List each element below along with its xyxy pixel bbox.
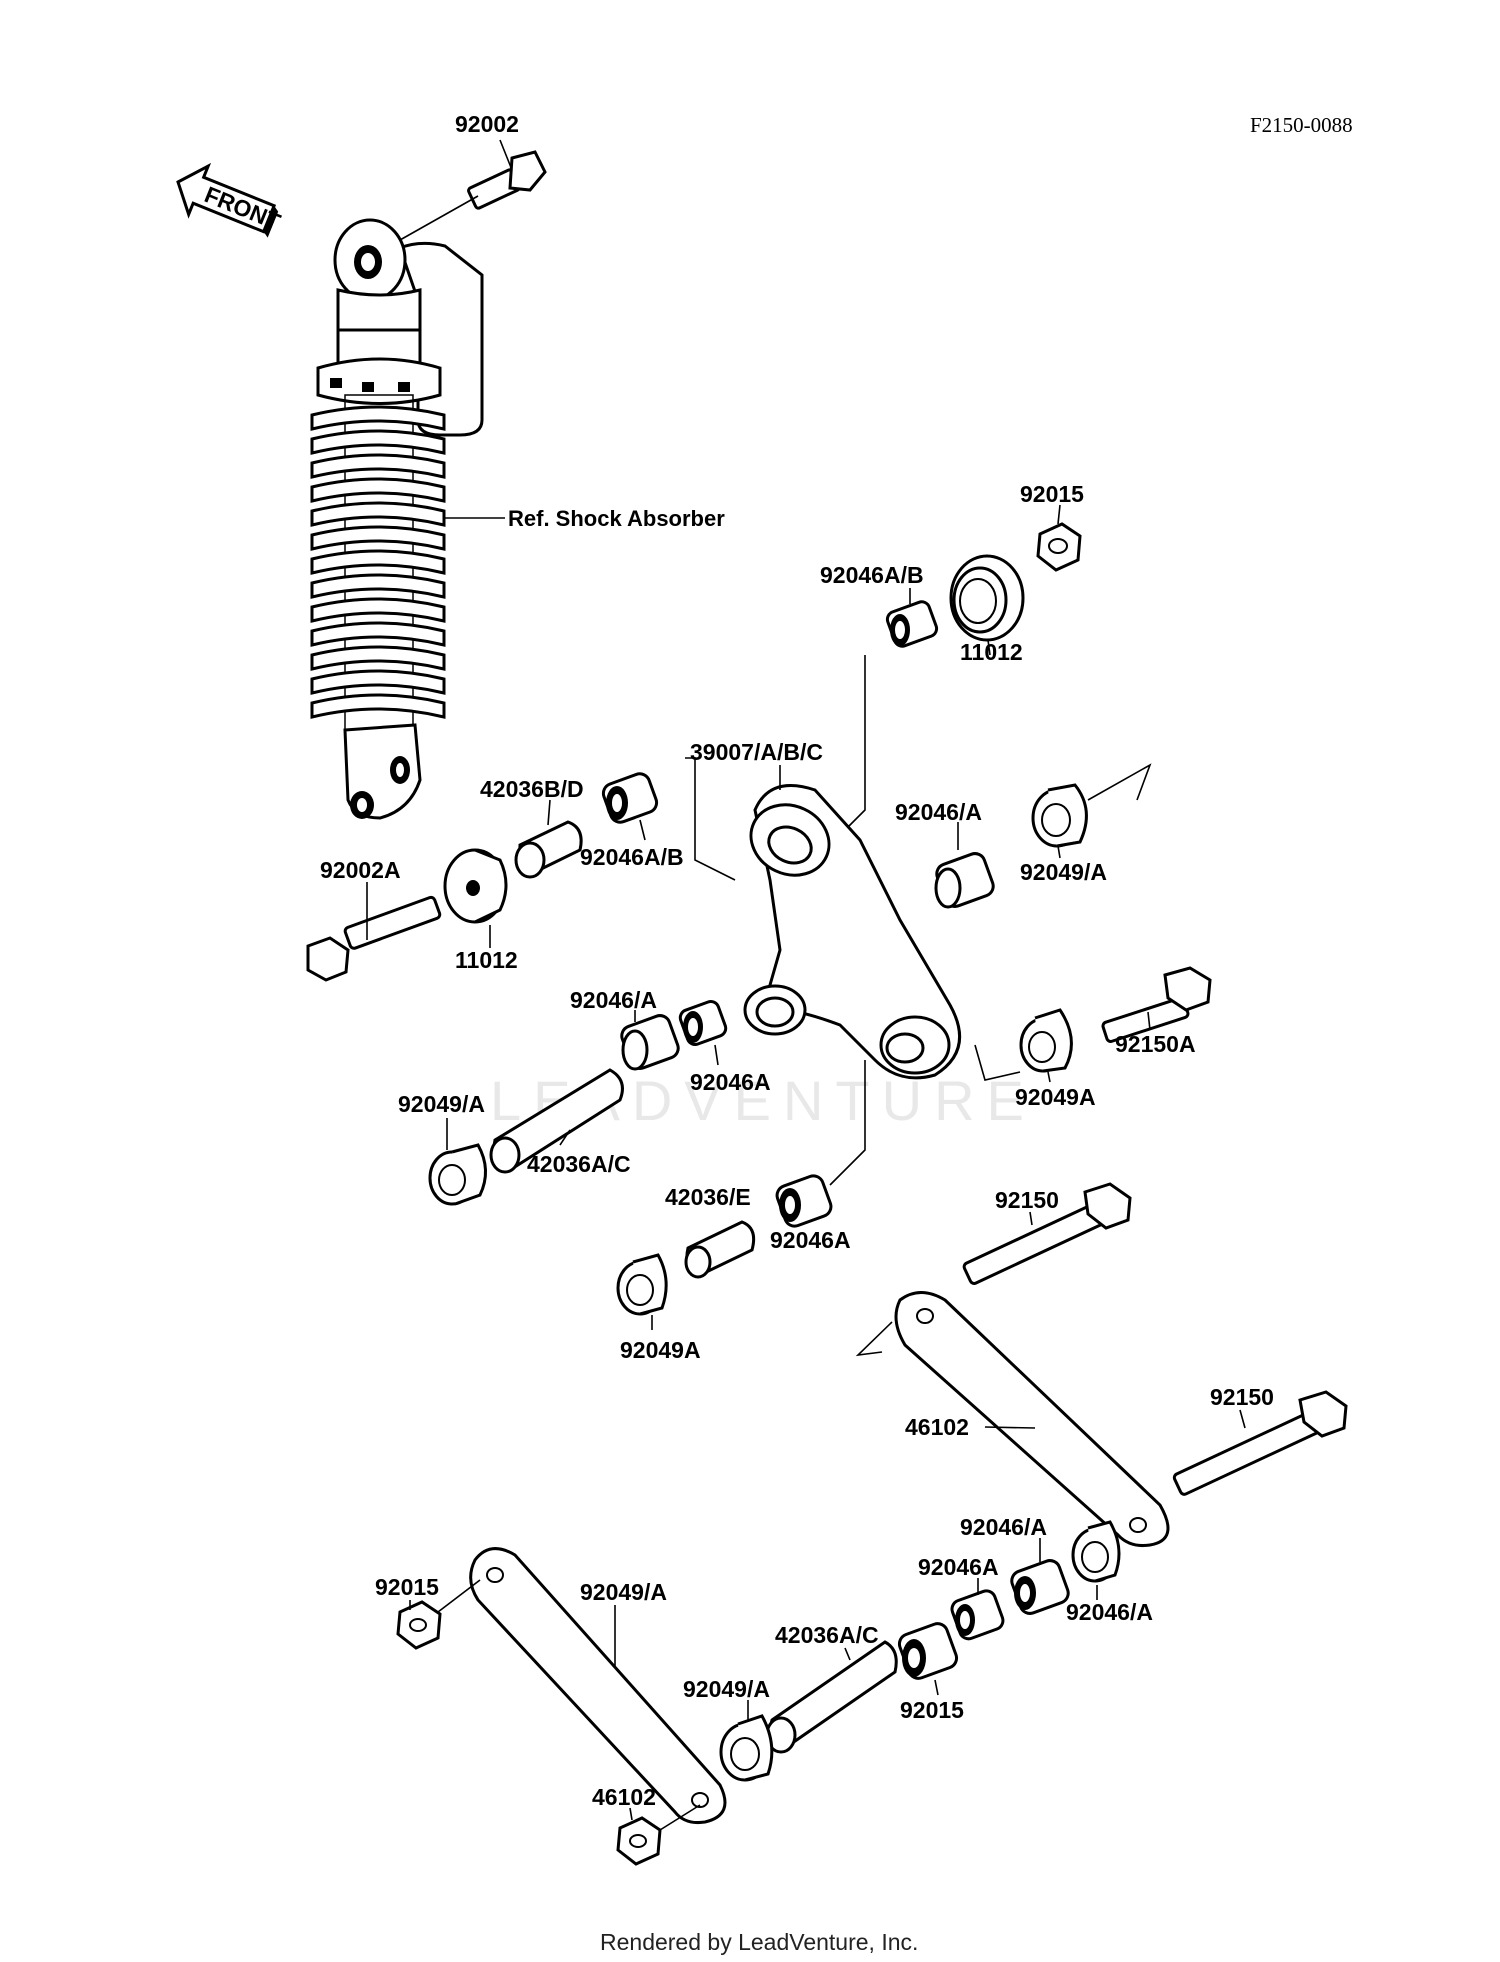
shock-absorber[interactable] [310, 218, 484, 820]
bolt-92002[interactable] [399, 150, 547, 241]
spring-coil [310, 525, 446, 551]
needle-bearing-92046ab-upper[interactable] [885, 600, 939, 649]
seal-92049a-right-lower[interactable] [1019, 1008, 1073, 1073]
callout-92049a-right-lower: 92049A [1015, 1084, 1096, 1110]
spring-coil [310, 405, 446, 431]
spring-coil [310, 501, 446, 527]
collar-42036ac-lower[interactable] [765, 1640, 898, 1754]
spring-coil [310, 429, 446, 455]
footer-credit: Rendered by LeadVenture, Inc. [600, 1929, 918, 1955]
seal-92049a-left[interactable] [428, 1143, 487, 1206]
callout-92046ab-mid: 92046A/B [580, 844, 684, 870]
callout-92002: 92002 [455, 111, 519, 137]
callout-92049a-lower-left: 92049A [620, 1337, 701, 1363]
spring-coil [310, 669, 446, 695]
seal-11012-top[interactable] [949, 554, 1025, 642]
nut-92015-bottom[interactable] [616, 1816, 662, 1866]
callout-42036bd: 42036B/D [480, 776, 584, 802]
bearing-92046a-right[interactable] [934, 851, 996, 909]
nut-92015-top[interactable] [1036, 522, 1082, 572]
needle-bearing-92046a-lower-mid[interactable] [949, 1588, 1005, 1641]
callout-11012-top: 11012 [960, 639, 1023, 665]
bearing-92046a-lower-left[interactable] [897, 1621, 960, 1681]
front-label: FRONT [201, 181, 284, 235]
seal-92049a-lower-left[interactable] [616, 1253, 668, 1316]
callout-11012-left: 11012 [455, 947, 518, 973]
bearing-92046a-center[interactable] [619, 1013, 681, 1071]
link-46102-lower[interactable] [469, 1547, 727, 1824]
callout-92046a-lower: 92046A [770, 1227, 851, 1253]
spacer-11012-left[interactable] [443, 848, 508, 924]
spring-coil [310, 453, 446, 479]
callout-92046a-small: 92046A [690, 1069, 771, 1095]
spring-coil [310, 597, 446, 623]
seal-92049a-lower-right[interactable] [1071, 1520, 1121, 1583]
spring-coil [310, 477, 446, 503]
seal-92049a-right[interactable] [1031, 783, 1088, 848]
bearing-92046a-lower[interactable] [774, 1173, 833, 1229]
callout-92015-left: 92015 [375, 1574, 439, 1600]
rocker-arm-39007[interactable] [739, 784, 962, 1080]
callout-42036ac-lower: 42036A/C [775, 1622, 879, 1648]
ref-shock-absorber-label: Ref. Shock Absorber [508, 506, 725, 531]
bolt-92150a[interactable] [1101, 966, 1212, 1043]
collar-42036e[interactable] [684, 1220, 756, 1279]
callout-92049a-bottom: 92049/A [683, 1676, 770, 1702]
callout-92150-upper: 92150 [995, 1187, 1059, 1213]
callout-92046ab-upper: 92046A/B [820, 562, 924, 588]
spring-coil [310, 645, 446, 671]
callout-46102-upper: 46102 [905, 1414, 969, 1440]
callout-42036e: 42036/E [665, 1184, 751, 1210]
callout-92046a-right: 92046/A [895, 799, 982, 825]
callout-92015-bottom: 46102 [592, 1784, 656, 1810]
shock-spring [310, 394, 446, 731]
bolt-92150-lower[interactable] [1172, 1390, 1348, 1496]
callout-92015-top: 92015 [1020, 481, 1084, 507]
link-46102-upper[interactable] [894, 1291, 1170, 1547]
callout-42036ac-mid: 42036A/C [527, 1151, 631, 1177]
callout-92046a-lower-mid: 92046A [918, 1554, 999, 1580]
spring-coil [310, 621, 446, 647]
callout-92046a-lower-left: 92015 [900, 1697, 964, 1723]
needle-bearing-92046ab-mid[interactable] [601, 771, 660, 825]
spring-coil [310, 573, 446, 599]
callout-39007: 39007/A/B/C [690, 739, 823, 765]
callout-92046a-center: 92046/A [570, 987, 657, 1013]
callout-92150-lower: 92150 [1210, 1384, 1274, 1410]
needle-bearing-92046a-small[interactable] [678, 999, 728, 1047]
callout-92046a-lower-right: 92046/A [960, 1514, 1047, 1540]
bearing-92046a-lower-right[interactable] [1009, 1558, 1071, 1616]
seal-92049a-bottom[interactable] [719, 1714, 774, 1782]
callout-92049a-right: 92049/A [1020, 859, 1107, 885]
callout-92049a-lower-right: 92046/A [1066, 1599, 1153, 1625]
bolt-92150-upper[interactable] [962, 1182, 1132, 1285]
diagram-code: F2150-0088 [1250, 113, 1353, 137]
front-arrow-icon: FRONT [176, 162, 284, 238]
callout-92002a: 92002A [320, 857, 401, 883]
nut-92015-left[interactable] [396, 1600, 442, 1650]
callout-92049a-left: 92049/A [398, 1091, 485, 1117]
collar-42036bd[interactable] [514, 820, 583, 879]
spring-coil [310, 549, 446, 575]
callout-92150a: 92150A [1115, 1031, 1196, 1057]
collar-42036ac-mid[interactable] [489, 1068, 624, 1174]
bolt-92002a[interactable] [306, 895, 442, 982]
spring-coil [310, 693, 446, 719]
callout-46102-lower: 92049/A [580, 1579, 667, 1605]
